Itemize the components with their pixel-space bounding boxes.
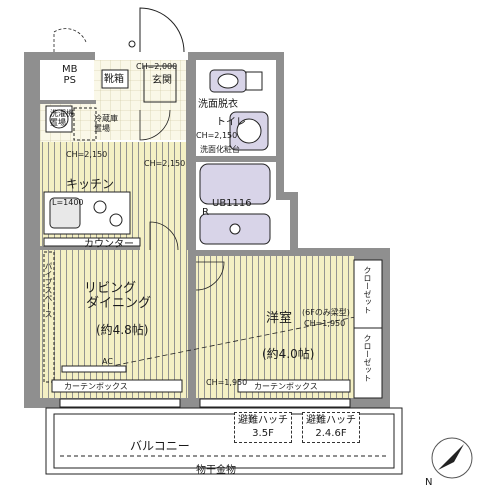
pipe-shaft	[43, 251, 55, 383]
shoebox	[101, 69, 129, 89]
entry-ceiling-label: CH=2,000	[136, 62, 178, 71]
shoebox-label: 靴箱	[104, 74, 124, 85]
north-label: N	[425, 477, 433, 488]
living-floor	[40, 250, 192, 398]
ac-label: AC	[102, 357, 113, 366]
living-label-1: リビング	[84, 281, 137, 296]
washer-label: 洗濯機 置場	[50, 109, 74, 127]
washroom-label: 洗面脱衣	[198, 99, 238, 110]
closet-label-2: クローゼット	[363, 334, 372, 382]
bedroom-floor	[196, 256, 382, 398]
bedroom-note-label: (6Fのみ梁型)	[302, 308, 350, 317]
bath-unit	[199, 163, 271, 245]
pipe-shaft-label: パイプスペース	[44, 262, 53, 318]
mbps-label: MB PS	[62, 64, 78, 86]
curtain-box-left-label: カーテンボックス	[64, 382, 128, 391]
genkan-label: 玄関	[152, 75, 172, 86]
curtain-box-left-shape	[51, 379, 183, 393]
curtain-box-right-shape	[237, 379, 351, 393]
vanity-fixture	[229, 111, 269, 151]
living-label-2: ダイニング	[86, 296, 152, 311]
fridge-label: 冷蔵庫 置場	[94, 114, 118, 133]
mbps-area	[40, 60, 94, 102]
beam-line	[91, 313, 371, 371]
closet	[353, 259, 383, 399]
kitchen-ceiling-label: CH=2,150	[66, 150, 108, 159]
monohoshi-label: 物干金物	[196, 465, 236, 476]
counter-length-label: L=1400	[52, 198, 84, 207]
living-door	[149, 221, 179, 251]
kitchen-label: キッチン	[66, 177, 115, 191]
window-right	[199, 398, 351, 408]
toilet-fixture	[209, 69, 263, 93]
hall-floor	[96, 110, 186, 140]
hatch-left-label: 避難ハッチ 3.5F	[234, 412, 292, 443]
hall-ceiling-label: CH=2,150	[144, 159, 186, 168]
counter-label: カウンター	[84, 239, 134, 250]
hatch-right-label: 避難ハッチ 2.4.6F	[302, 412, 360, 443]
bedroom-size-label: (約4.0帖)	[262, 347, 315, 361]
ac-unit	[61, 365, 127, 373]
living-size-label: (約4.8帖)	[96, 323, 149, 337]
mbps-door	[53, 28, 87, 52]
bottom-ceiling-label: CH=1,950	[206, 378, 248, 387]
balcony-label: バルコニー	[130, 439, 190, 453]
entrance-door	[139, 7, 185, 53]
bath-unit-label: UB1116	[212, 198, 252, 209]
fridge-space	[73, 107, 97, 141]
bedroom-door	[195, 261, 225, 291]
bedroom-ceiling-label: CH=1,950	[304, 319, 346, 328]
kitchen-counter	[43, 191, 141, 247]
toilet-label: トイレ	[216, 117, 246, 128]
bedroom-label: 洋室	[266, 311, 293, 326]
north-arrow-icon	[431, 437, 473, 479]
washer-fixture	[45, 105, 73, 133]
bath-r-label: R	[202, 207, 209, 218]
closet-label-1: クローゼット	[363, 266, 372, 314]
toilet-ceiling-label: CH=2,150	[196, 131, 238, 140]
balcony-outline	[45, 407, 403, 475]
meter-icon	[128, 40, 136, 48]
vanity-label: 洗面化粧台	[200, 145, 240, 154]
genkan-box	[143, 65, 177, 103]
window-left	[59, 398, 181, 408]
interior-walls	[40, 60, 382, 398]
curtain-box-right-label: カーテンボックス	[254, 382, 318, 391]
hall-door	[139, 109, 171, 141]
